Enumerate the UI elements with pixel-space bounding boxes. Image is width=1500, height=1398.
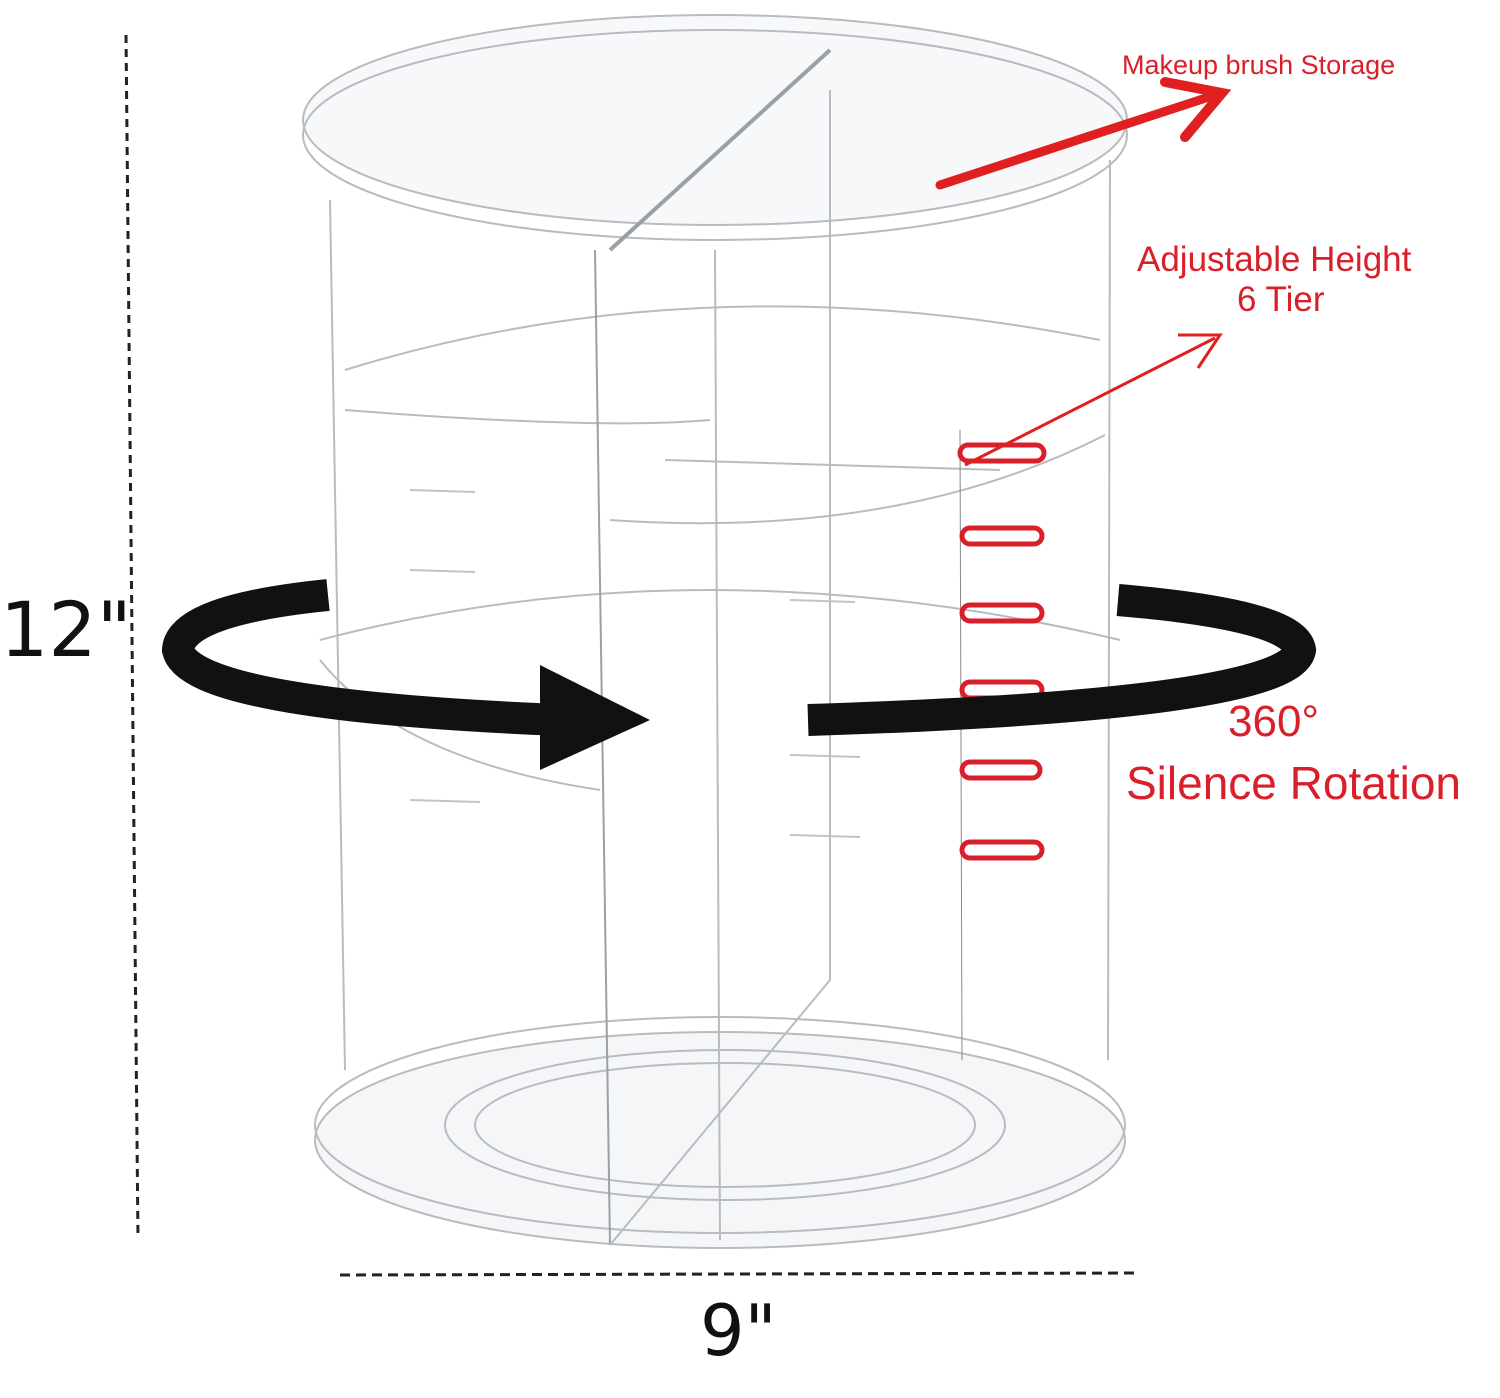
brush-storage-label: Makeup brush Storage: [1122, 50, 1396, 80]
width-dimension-line: [339, 1271, 1141, 1277]
pointer-arrow-icon: [964, 333, 1223, 467]
width-dimension-label: 9": [700, 1290, 777, 1372]
organizer-body: [302, 14, 1128, 1249]
slot-marker-icon: [959, 525, 1045, 547]
tier-count-label: 6 Tier: [1237, 280, 1325, 319]
height-dimension-line: [124, 34, 140, 1239]
rotation-degrees-label: 360°: [1228, 697, 1320, 746]
slot-marker-icon: [959, 602, 1045, 624]
rotation-label: Silence Rotation: [1126, 757, 1461, 809]
adjustable-height-label: Adjustable Height: [1137, 240, 1412, 279]
height-dimension-label: 12": [0, 585, 132, 674]
rotation-arrow-icon: [161, 579, 1317, 770]
pointer-arrow-icon: [935, 77, 1232, 190]
slot-marker-icon: [959, 759, 1043, 781]
slot-marker-icon: [959, 839, 1045, 861]
height-slot-markers: [957, 442, 1047, 861]
